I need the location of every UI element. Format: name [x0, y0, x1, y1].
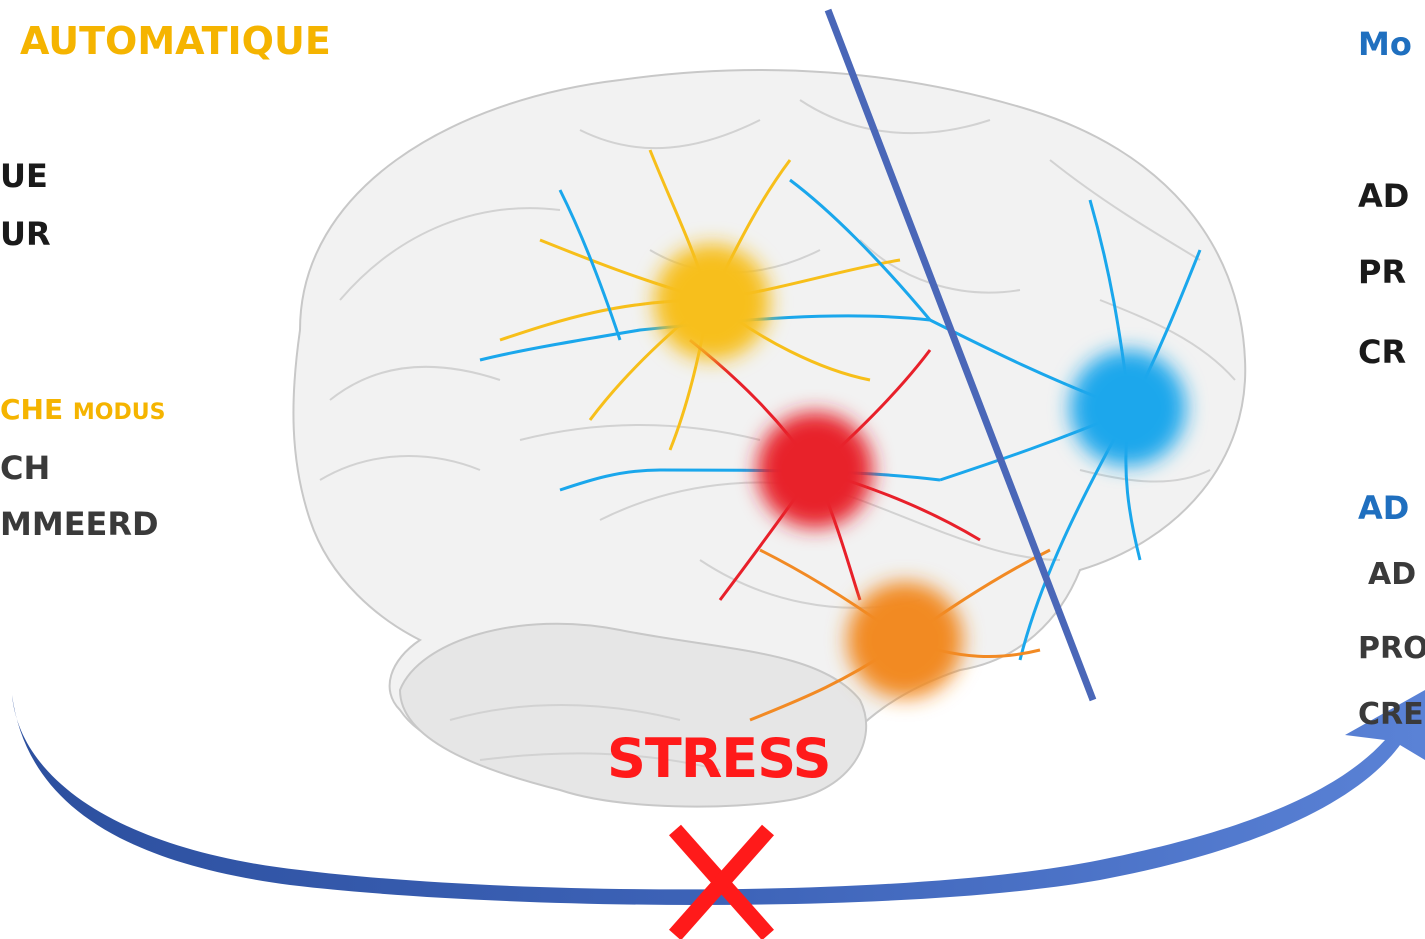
orange-spot [847, 582, 963, 698]
left-modus-heading: CHE MODUS [0, 396, 165, 424]
right-line-2: PR [1358, 256, 1406, 288]
cross-icon [675, 830, 768, 935]
left-line-2: UR [0, 218, 51, 250]
left-line-4: MMEERD [0, 508, 159, 540]
yellow-spot [654, 244, 770, 360]
left-modus-small: MODUS [73, 400, 166, 425]
left-line-3: CH [0, 452, 50, 484]
right-line-1: AD [1358, 180, 1409, 212]
left-modus-bold: CHE [0, 393, 63, 426]
right-line-4: AD [1368, 560, 1416, 590]
right-line-5: PRO [1358, 634, 1425, 664]
right-heading-2: AD [1358, 492, 1409, 524]
left-heading: AUTOMATIQUE [20, 22, 331, 60]
red-spot [757, 412, 873, 528]
right-line-6: CRE [1358, 700, 1424, 730]
stress-label: STRESS [607, 732, 831, 786]
blue-spot [1070, 350, 1186, 466]
left-line-1: UE [0, 160, 48, 192]
right-line-3: CR [1358, 336, 1406, 368]
right-heading: Mo [1358, 28, 1412, 60]
